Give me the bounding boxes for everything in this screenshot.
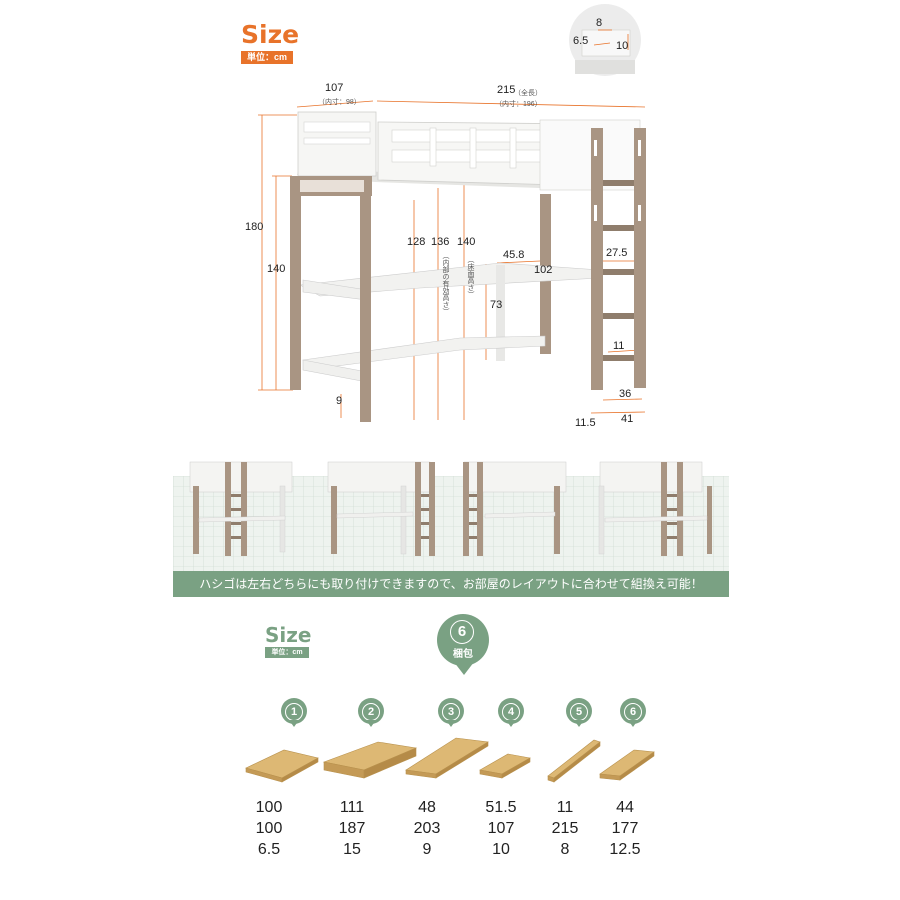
detail-dim-6-5: 6.5 xyxy=(573,35,589,47)
part-6-dim-b: 177 xyxy=(611,820,639,837)
dim-length-total-note: （全長） xyxy=(514,90,542,97)
dim-width-total: 107 xyxy=(325,82,344,94)
part-number: 1 xyxy=(285,703,303,721)
detail-dim-10: 10 xyxy=(616,40,629,52)
part-pin-2: 2 xyxy=(358,698,384,727)
part-3-dim-c: 9 xyxy=(422,841,432,858)
part-number: 4 xyxy=(502,703,520,721)
dim-h128: 128 xyxy=(407,236,426,248)
loft-bed-diagram xyxy=(258,4,646,422)
dim-ladder-offset: 11.5 xyxy=(575,417,596,429)
part-4-values: 51.5 107 10 xyxy=(471,797,531,860)
part-number: 5 xyxy=(570,703,588,721)
part-4-dim-b: 107 xyxy=(487,820,515,837)
part-1-dim-c: 6.5 xyxy=(257,841,281,858)
part-6-dim-c: 12.5 xyxy=(609,841,641,858)
parts-unit-label: 単位：cm xyxy=(265,647,309,658)
dim-h140: 140 xyxy=(457,236,476,248)
layout-variations-strip xyxy=(173,461,729,572)
part-2-dim-a: 111 xyxy=(339,799,365,816)
part-6-dim-a: 44 xyxy=(616,799,634,816)
part-3-dim-b: 203 xyxy=(413,820,441,837)
part-5-values: 11 215 8 xyxy=(535,797,595,860)
part-1-dim-a: 100 xyxy=(255,799,283,816)
part-2-values: 111 187 15 xyxy=(322,797,382,860)
part-5-dim-a: 11 xyxy=(556,799,574,816)
dim-step-spacing: 27.5 xyxy=(606,247,628,259)
dim-height-frame: 140 xyxy=(267,263,286,275)
part-4-dim-a: 51.5 xyxy=(485,799,517,816)
part-3-dim-a: 48 xyxy=(418,799,436,816)
package-count-badge: 6 梱包 xyxy=(437,614,489,666)
part-pin-3: 3 xyxy=(438,698,464,727)
dim-step-width: 11 xyxy=(613,340,625,352)
vlabel-inner-height: （内部の有効高さ） xyxy=(442,252,449,315)
dim-length-inner: （内寸：196） xyxy=(495,101,542,108)
part-5-dim-c: 8 xyxy=(560,841,570,858)
package-badge-pointer xyxy=(454,662,474,675)
part-pin-5: 5 xyxy=(566,698,592,727)
part-3-values: 48 203 9 xyxy=(397,797,457,860)
part-number: 6 xyxy=(624,703,642,721)
part-number: 3 xyxy=(442,703,460,721)
part-pin-1: 1 xyxy=(281,698,307,727)
dim-length-total: 215 xyxy=(497,84,516,96)
dim-desk-width: 102 xyxy=(534,264,553,276)
part-number: 2 xyxy=(362,703,380,721)
dim-ladder-outer: 41 xyxy=(621,413,634,425)
detail-dim-8: 8 xyxy=(596,17,603,29)
part-4-dim-c: 10 xyxy=(492,841,510,858)
parts-size-title: Size xyxy=(265,623,312,647)
parts-illustration xyxy=(245,737,655,783)
part-2-dim-c: 15 xyxy=(343,841,361,858)
layout-banner: ハシゴは左右どちらにも取り付けできますので、お部屋のレイアウトに合わせて組換え可… xyxy=(173,571,729,597)
vlabel-floor-height: （床面高さ） xyxy=(467,256,474,298)
dim-desk-depth: 45.8 xyxy=(503,249,525,261)
dim-desk-height: 73 xyxy=(490,299,503,311)
part-pin-6: 6 xyxy=(620,698,646,727)
dim-h136: 136 xyxy=(431,236,450,248)
part-1-dim-b: 100 xyxy=(255,820,283,837)
dim-leg-gap: 9 xyxy=(336,395,343,407)
part-2-dim-b: 187 xyxy=(338,820,366,837)
package-count: 6 xyxy=(450,620,474,644)
part-5-dim-b: 215 xyxy=(551,820,579,837)
dim-width-inner: （内寸：98） xyxy=(318,99,361,106)
unit-label: 単位：cm xyxy=(241,51,293,64)
part-1-values: 100 100 6.5 xyxy=(239,797,299,860)
part-6-values: 44 177 12.5 xyxy=(595,797,655,860)
part-pin-4: 4 xyxy=(498,698,524,727)
package-label: 梱包 xyxy=(453,649,473,660)
size-title: Size xyxy=(241,20,300,49)
dim-height-total: 180 xyxy=(245,221,264,233)
dim-ladder-inner: 36 xyxy=(619,388,632,400)
